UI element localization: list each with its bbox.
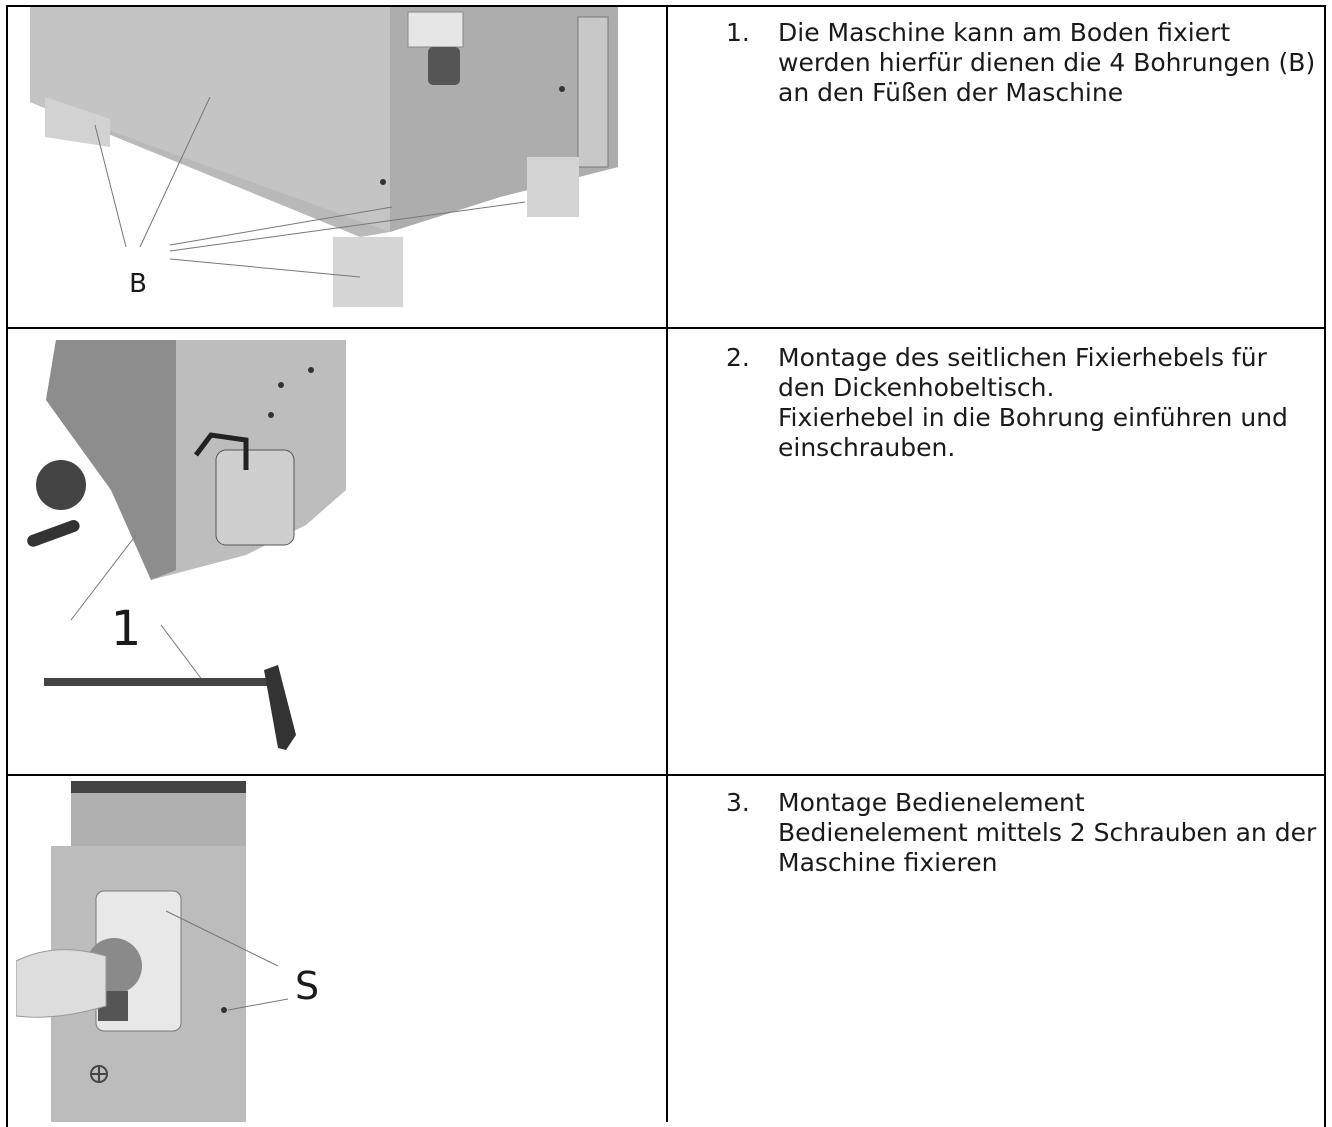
step-text: Montage des seitlichen Fixierhebels für … <box>778 343 1288 462</box>
machine-feet-photo: B <box>30 7 618 307</box>
figure-machine-feet: B <box>30 7 618 307</box>
control-element-photo: S <box>16 781 356 1122</box>
step-text: Die Maschine kann am Boden fixiert werde… <box>778 18 1316 107</box>
row-divider <box>6 774 1326 776</box>
step-number: 1. <box>726 18 750 47</box>
callout-label: 1 <box>111 601 142 657</box>
column-divider <box>666 5 668 1122</box>
step-number: 3. <box>726 788 750 817</box>
row-divider <box>6 327 1326 329</box>
callout-label: S <box>295 964 319 1008</box>
figure-fixing-lever: 1 <box>16 340 356 765</box>
figure-control-element: S <box>16 781 356 1122</box>
callout-label: B <box>129 269 147 299</box>
fixing-lever-photo: 1 <box>16 340 356 765</box>
step-text: Montage Bedienelement Bedienelement mitt… <box>778 788 1317 877</box>
step-number: 2. <box>726 343 750 372</box>
